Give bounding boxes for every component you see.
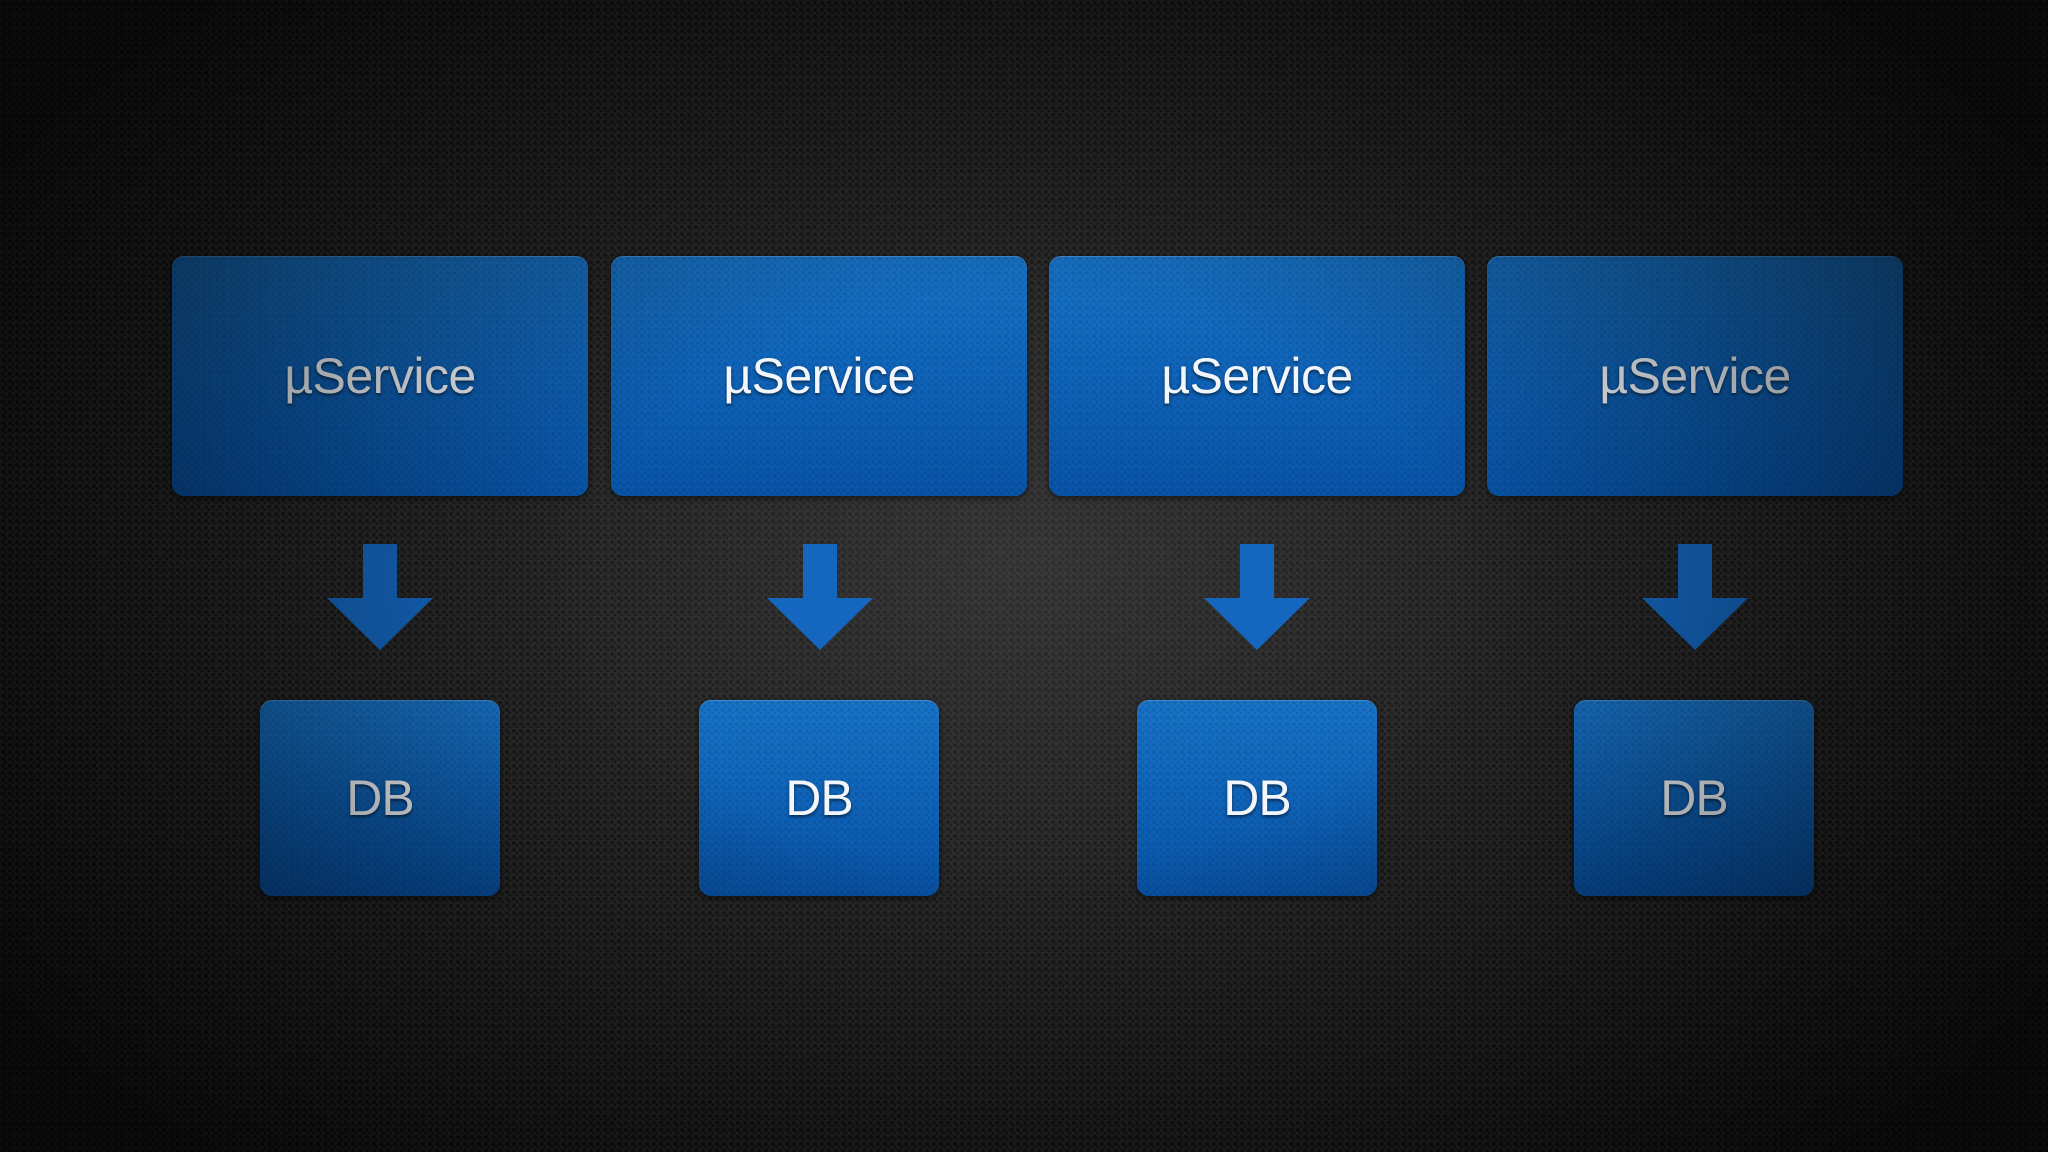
db-label: DB	[785, 770, 853, 826]
db-box-2: DB	[699, 700, 939, 896]
service-box-1: µService	[172, 256, 588, 496]
db-box-1: DB	[260, 700, 500, 896]
arrow-down-icon	[327, 544, 433, 650]
db-box-3: DB	[1137, 700, 1377, 896]
arrow-down-icon	[1204, 544, 1310, 650]
arrow-down-icon	[767, 544, 873, 650]
db-label: DB	[346, 770, 414, 826]
db-label: DB	[1660, 770, 1728, 826]
service-label: µService	[284, 348, 476, 404]
service-box-4: µService	[1487, 256, 1903, 496]
service-box-3: µService	[1049, 256, 1465, 496]
service-label: µService	[1161, 348, 1353, 404]
db-box-4: DB	[1574, 700, 1814, 896]
db-label: DB	[1223, 770, 1291, 826]
service-label: µService	[1599, 348, 1791, 404]
service-box-2: µService	[611, 256, 1027, 496]
arrow-down-icon	[1642, 544, 1748, 650]
service-label: µService	[723, 348, 915, 404]
